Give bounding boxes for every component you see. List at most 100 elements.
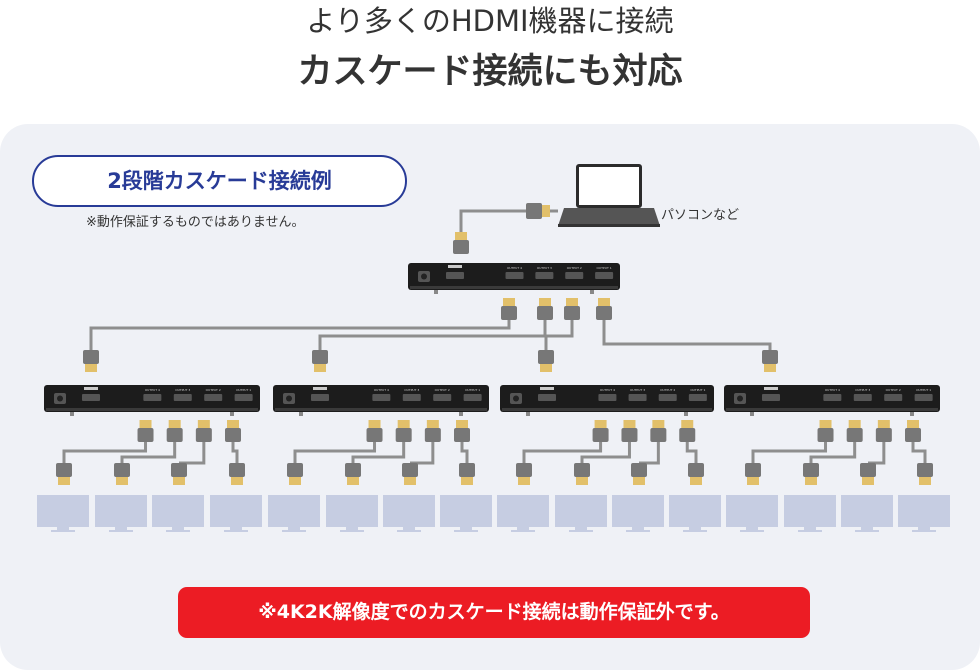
port-label: OUTPUT 1 (916, 388, 931, 392)
input-port (82, 394, 100, 401)
monitor-screen (440, 495, 492, 527)
output-port (823, 394, 842, 401)
output-port (505, 272, 524, 279)
port-label: OUTPUT 4 (145, 388, 160, 392)
port-label: OUTPUT 3 (630, 388, 645, 392)
output-port (884, 394, 903, 401)
hdmi-plug (501, 298, 517, 320)
hdmi-plug (195, 420, 212, 442)
hdmi-splitter: OUTPUT 4 OUTPUT 3 OUTPUT 2 OUTPUT 1 (273, 385, 489, 416)
pc-label: パソコンなど (661, 208, 740, 223)
monitor-screen (555, 495, 607, 527)
monitor-screen (95, 495, 147, 527)
monitor-screen (326, 495, 378, 527)
port-label: OUTPUT 4 (825, 388, 840, 392)
port-label: OUTPUT 2 (435, 388, 450, 392)
hdmi-cable (602, 320, 772, 350)
title-line-1: より多くのHDMI機器に接続 (306, 4, 674, 38)
monitor-icon (898, 495, 950, 532)
hdmi-cable (179, 442, 206, 465)
hdmi-plug (366, 420, 383, 442)
output-port (658, 394, 677, 401)
monitor-screen (841, 495, 893, 527)
hdmi-cable (809, 442, 857, 463)
port-label: OUTPUT 3 (404, 388, 419, 392)
hdmi-plug (516, 463, 532, 485)
hdmi-cable (639, 442, 660, 465)
hdmi-plug (395, 420, 412, 442)
hdmi-plug (229, 463, 245, 485)
hdmi-plug (345, 463, 361, 485)
input-port (538, 394, 556, 401)
port-label: OUTPUT 2 (567, 266, 582, 270)
monitor-icon (383, 495, 435, 532)
port-label: OUTPUT 3 (855, 388, 870, 392)
warning-banner: ※4K2K解像度でのカスケード接続は動作保証外です。 (178, 587, 810, 638)
hdmi-plug (453, 232, 469, 254)
port-label: OUTPUT 2 (206, 388, 221, 392)
hdmi-plug (745, 463, 761, 485)
hdmi-plug (688, 463, 704, 485)
laptop-base (558, 208, 660, 226)
port-label: OUTPUT 1 (236, 388, 251, 392)
output-port (853, 394, 872, 401)
monitor-icon (497, 495, 549, 532)
hdmi-plug (83, 350, 99, 372)
hdmi-plug (287, 463, 303, 485)
monitor-screen (784, 495, 836, 527)
hdmi-plug (225, 420, 241, 442)
hdmi-cable (62, 442, 148, 463)
hdmi-cable (911, 442, 927, 463)
port-label: OUTPUT 4 (374, 388, 389, 392)
monitor-icon (37, 495, 89, 532)
hdmi-plug (631, 463, 647, 485)
monitor-icon (726, 495, 778, 532)
output-port (535, 272, 554, 279)
hdmi-plug (564, 298, 580, 320)
port-label: OUTPUT 3 (537, 266, 552, 270)
hdmi-plug (592, 420, 609, 442)
hdmi-cable (293, 442, 377, 463)
monitor-icon (95, 495, 147, 532)
port-label: OUTPUT 4 (507, 266, 522, 270)
laptop-icon (558, 164, 660, 227)
output-port (204, 394, 223, 401)
monitors (37, 495, 950, 532)
output-port (688, 394, 707, 401)
monitor-screen (37, 495, 89, 527)
disclaimer-note: ※動作保証するものではありません。 (86, 215, 305, 230)
hdmi-plug (803, 463, 819, 485)
hdmi-cable (580, 442, 631, 463)
cascade-example-badge: 2段階カスケード接続例 (32, 155, 407, 207)
output-port (914, 394, 933, 401)
input-port (446, 272, 464, 279)
hdmi-cable (410, 442, 435, 465)
monitor-screen (268, 495, 320, 527)
output-port (234, 394, 253, 401)
input-port (311, 394, 329, 401)
output-port (463, 394, 482, 401)
monitor-screen (726, 495, 778, 527)
hdmi-plug (596, 298, 612, 320)
monitor-icon (612, 495, 664, 532)
port-label: OUTPUT 1 (465, 388, 480, 392)
hdmi-plug (905, 420, 921, 442)
hdmi-plug (860, 463, 876, 485)
output-port (402, 394, 421, 401)
monitor-icon (784, 495, 836, 532)
hdmi-plug (538, 350, 554, 372)
monitor-screen (669, 495, 721, 527)
hdmi-plug (526, 203, 550, 219)
hdmi-plug (114, 463, 130, 485)
hdmi-plug (875, 420, 892, 442)
hdmi-plug (402, 463, 418, 485)
hdmi-cable (89, 320, 511, 350)
monitor-icon (669, 495, 721, 532)
monitor-icon (210, 495, 262, 532)
port-label: OUTPUT 2 (886, 388, 901, 392)
hdmi-plug (817, 420, 834, 442)
hdmi-cable (522, 442, 603, 463)
hdmi-plug (166, 420, 183, 442)
